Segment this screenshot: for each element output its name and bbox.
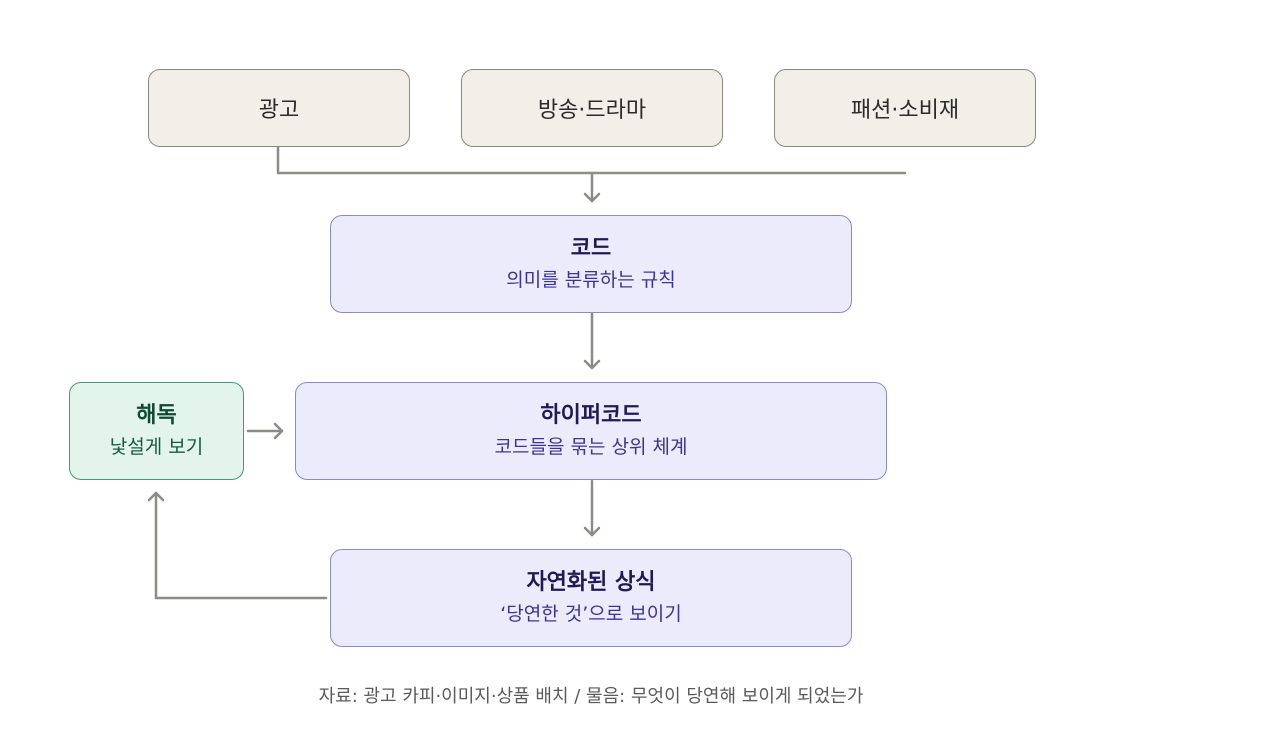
common-sense-subtitle: ‘당연한 것’으로 보이기 — [500, 603, 682, 625]
common-sense-title: 자연화된 상식 — [526, 570, 656, 595]
merge-to-code-arrowhead — [583, 192, 601, 203]
source-label-fashion: 패션·소비재 — [850, 98, 960, 123]
hypercode-box: 하이퍼코드 코드들을 묶는 상위 체계 — [295, 382, 887, 480]
source-label-broadcasting: 방송·드라마 — [537, 98, 647, 123]
hypercode-subtitle: 코드들을 묶는 상위 체계 — [494, 436, 688, 458]
hypercode-to-common-sense-arrowhead — [583, 526, 601, 537]
common-sense-box: 자연화된 상식 ‘당연한 것’으로 보이기 — [330, 549, 852, 647]
decoding-subtitle: 낯설게 보기 — [109, 436, 204, 458]
source-box-advertising: 광고 — [148, 69, 410, 147]
decoding-to-hypercode-arrowhead — [273, 422, 284, 440]
code-box: 코드 의미를 분류하는 규칙 — [330, 215, 852, 313]
common-sense-to-decoding-arrowhead — [147, 491, 165, 502]
source-label-advertising: 광고 — [258, 98, 300, 123]
hypercode-title: 하이퍼코드 — [540, 403, 642, 428]
diagram-caption: 자료: 광고 카피·이미지·상품 배치 / 물음: 무엇이 당연해 보이게 되었… — [318, 686, 864, 707]
source-box-fashion: 패션·소비재 — [774, 69, 1036, 147]
code-title: 코드 — [570, 236, 612, 261]
common-sense-to-decoding-connector — [154, 491, 328, 600]
decoding-title: 해독 — [136, 403, 177, 428]
decoding-box: 해독 낯설게 보기 — [69, 382, 244, 480]
code-subtitle: 의미를 분류하는 규칙 — [506, 269, 676, 291]
source-merge-connector — [276, 145, 907, 175]
source-box-broadcasting: 방송·드라마 — [461, 69, 723, 147]
code-to-hypercode-arrowhead — [583, 359, 601, 370]
